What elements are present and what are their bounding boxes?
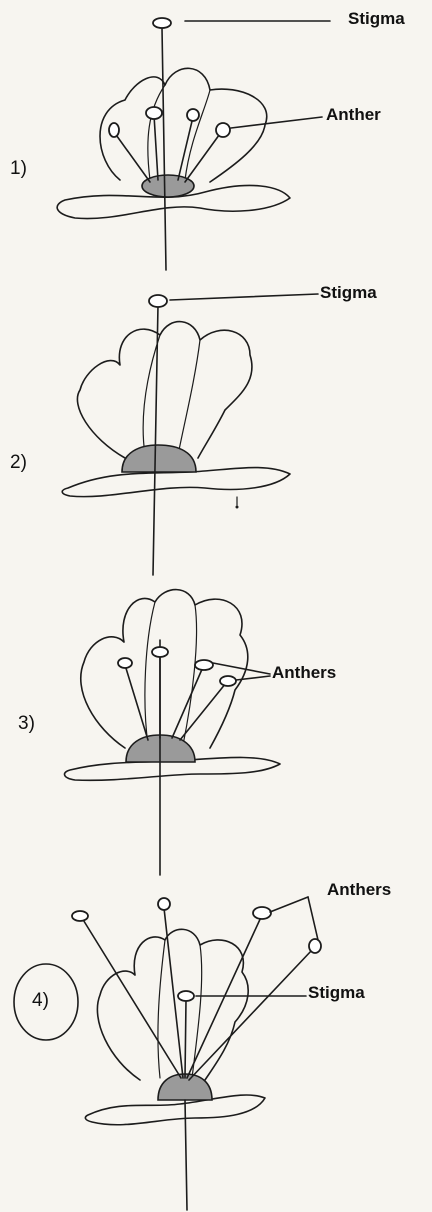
anther-1b: [146, 107, 162, 119]
panel-number-3: 3): [18, 713, 35, 735]
stigma-2: [149, 295, 167, 307]
stigma-1: [153, 18, 171, 28]
filament-3c: [172, 667, 203, 738]
leader-anthers-3a: [213, 663, 270, 674]
flower-4: [14, 897, 321, 1210]
panel-number-1: 1): [10, 158, 27, 180]
leader-anthers-4a: [270, 897, 308, 912]
panel-number-2: 2): [10, 452, 27, 474]
petals-3: [81, 590, 248, 748]
anther-4c: [253, 907, 271, 919]
label-anthers-3: Anthers: [272, 663, 336, 683]
petals-4: [97, 929, 248, 1080]
anther-4d: [309, 939, 321, 953]
label-anther-1: Anther: [326, 105, 381, 125]
style-1: [162, 28, 166, 270]
anther-3c: [195, 660, 213, 670]
leader-anthers-4b: [308, 897, 318, 940]
style-4: [185, 1000, 186, 1078]
filament-1b: [154, 115, 158, 180]
ovary-1: [142, 175, 194, 197]
anther-1c: [187, 109, 199, 121]
petals-2: [77, 322, 252, 458]
filament-4a: [82, 918, 181, 1078]
stalk-4: [185, 1100, 187, 1210]
panel-number-4: 4): [32, 990, 49, 1012]
flower-3: [65, 590, 280, 875]
petals-1: [100, 68, 267, 182]
filament-1a: [114, 132, 150, 182]
leader-anthers-3b: [236, 676, 270, 680]
filament-4d: [189, 950, 312, 1080]
anther-3d: [220, 676, 236, 686]
leader-stigma-2: [170, 294, 318, 300]
label-anthers-4: Anthers: [327, 880, 391, 900]
label-stigma-2: Stigma: [320, 283, 377, 303]
anther-1d: [216, 123, 230, 137]
flower-1: [57, 18, 330, 270]
filament-1d: [185, 131, 222, 182]
anther-4a: [72, 911, 88, 921]
stigma-4: [178, 991, 194, 1001]
style-2: [153, 305, 158, 575]
ovary-2: [122, 445, 196, 472]
anther-4b: [158, 898, 170, 910]
label-stigma-4: Stigma: [308, 983, 365, 1003]
anther-3b: [152, 647, 168, 657]
anther-1a: [109, 123, 119, 137]
leader-anther-1: [231, 117, 322, 128]
anther-3a: [118, 658, 132, 668]
label-stigma-1: Stigma: [348, 9, 405, 29]
flower-2: [62, 294, 318, 575]
